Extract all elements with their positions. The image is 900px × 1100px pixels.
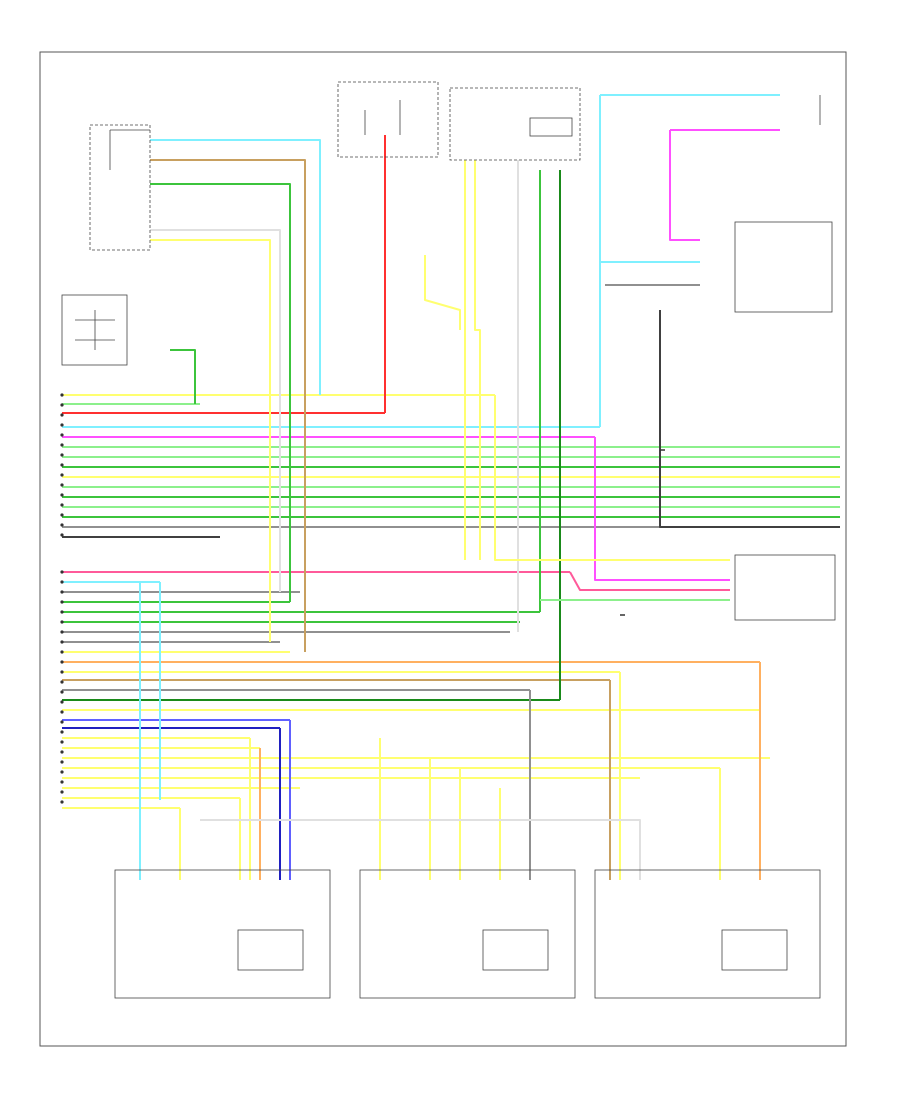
harness-pin-lower (60, 580, 64, 584)
harness-pin-lower (60, 590, 64, 594)
harness-pin-lower (60, 620, 64, 624)
harness-pin-upper (60, 403, 64, 407)
wire-yellow-sensor (494, 395, 730, 561)
harness-pin-lower (60, 800, 64, 804)
harness-pin-upper (60, 533, 64, 537)
wire-sensor-yellow-2 (474, 160, 481, 560)
wire-jct-yellow (424, 255, 461, 330)
harness-pin-lower (60, 690, 64, 694)
drop-white-bus (200, 819, 641, 880)
harness-pin-lower (60, 750, 64, 754)
diagram-border (39, 51, 847, 1047)
wire-top-tan (150, 159, 306, 652)
left-actuator-motor (237, 929, 304, 971)
blower-motor-box (734, 221, 833, 313)
left-temp-actuator-box (114, 869, 331, 999)
harness-pin-lower (60, 680, 64, 684)
harness-pin-lower (60, 770, 64, 774)
wire-top-yellow (150, 239, 271, 642)
wire-black-right (659, 310, 840, 528)
harness-pin-upper (60, 433, 64, 437)
harness-pin-upper (60, 453, 64, 457)
harness-pin-lower (60, 790, 64, 794)
right-actuator-motor (482, 929, 549, 971)
harness-pin-upper (60, 473, 64, 477)
right-temp-actuator-box (359, 869, 576, 999)
mode-actuator-motor (721, 929, 788, 971)
wire-pink-sensor (569, 571, 730, 591)
harness-pin-lower (60, 630, 64, 634)
harness-pin-upper (60, 513, 64, 517)
harness-pin-lower (60, 710, 64, 714)
harness-pin-lower (60, 700, 64, 704)
hvac-switch-block (89, 124, 151, 251)
mode-actuator-box (594, 869, 821, 999)
harness-pin-lower (60, 740, 64, 744)
harness-pin-upper (60, 393, 64, 397)
harness-pin-lower (60, 730, 64, 734)
harness-pin-upper (60, 443, 64, 447)
harness-pin-upper (60, 523, 64, 527)
fuse-block (337, 81, 439, 158)
component-group (61, 81, 836, 999)
harness-pin-lower (60, 780, 64, 784)
wire-top-green (150, 183, 291, 602)
wire-top-cyan (150, 139, 321, 395)
control-relay-box (529, 117, 573, 137)
hvac-control-top-unit (449, 87, 581, 161)
harness-pin-lower (60, 660, 64, 664)
harness-pin-lower (60, 570, 64, 574)
wire-group (62, 94, 840, 880)
harness-pin-lower (60, 650, 64, 654)
harness-pin-upper (60, 483, 64, 487)
harness-pin-lower (60, 670, 64, 674)
harness-pin-upper (60, 463, 64, 467)
ambient-temp-sensor-box (734, 554, 836, 621)
wire-blend-motor-green (170, 349, 196, 404)
wire-top-white (150, 229, 281, 592)
harness-pin-upper (60, 423, 64, 427)
harness-pin-upper (60, 503, 64, 507)
harness-pin-upper (60, 413, 64, 417)
harness-pin-upper (60, 493, 64, 497)
blend-door-actuator-box (61, 294, 128, 366)
harness-pin-lower (60, 760, 64, 764)
harness-pin-lower (60, 720, 64, 724)
harness-pin-lower (60, 640, 64, 644)
harness-pin-lower (60, 610, 64, 614)
harness-pin-lower (60, 600, 64, 604)
wire-magenta-down (594, 437, 730, 581)
connector-pins (60, 393, 64, 804)
wire-magenta-blower (669, 130, 700, 241)
